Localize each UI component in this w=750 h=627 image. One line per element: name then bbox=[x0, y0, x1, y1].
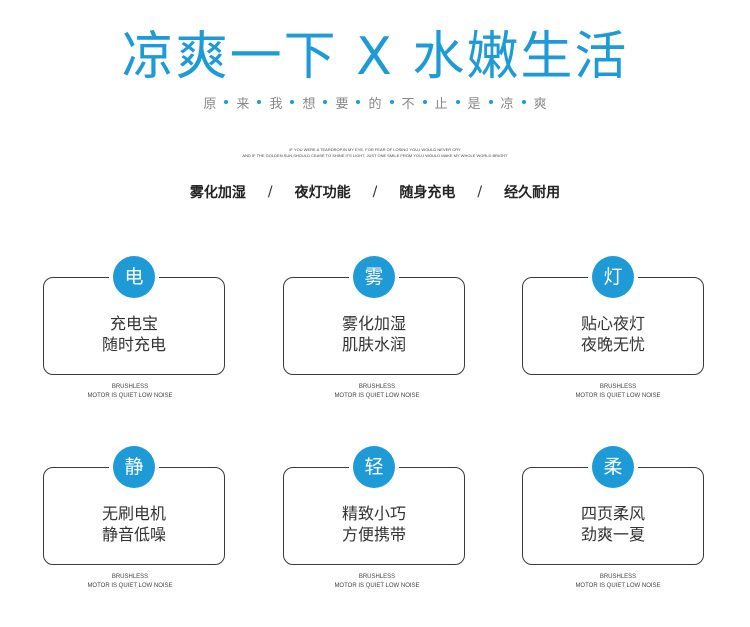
card-note-line2: MOTOR IS QUIET LOW NOISE bbox=[87, 583, 173, 589]
card-line1: 无刷电机 bbox=[101, 504, 166, 523]
card-note-line1: BRUSHLESS bbox=[358, 574, 396, 580]
dot-separator-icon bbox=[290, 100, 295, 104]
feature-list: 雾化加湿 / 夜灯功能 / 随身充电 / 经久耐用 bbox=[0, 182, 750, 202]
quiet-badge-icon: 静 bbox=[113, 446, 155, 488]
card-line1: 充电宝 bbox=[109, 314, 158, 333]
subtitle-char: 爽 bbox=[533, 96, 547, 112]
card-line2: 肌肤水润 bbox=[341, 335, 406, 354]
card-note-line2: MOTOR IS QUIET LOW NOISE bbox=[575, 583, 661, 589]
wind-badge-icon: 柔 bbox=[592, 446, 634, 488]
card-note-line1: BRUSHLESS bbox=[111, 384, 149, 390]
card-line1: 贴心夜灯 bbox=[580, 314, 645, 333]
subtitle-char: 止 bbox=[434, 96, 448, 112]
dot-separator-icon bbox=[389, 100, 394, 104]
dot-separator-icon bbox=[257, 100, 262, 104]
feature-item: 雾化加湿 bbox=[189, 185, 246, 201]
feature-item: 随身充电 bbox=[399, 185, 456, 201]
card-line1: 雾化加湿 bbox=[341, 314, 406, 333]
card-note-line2: MOTOR IS QUIET LOW NOISE bbox=[334, 583, 420, 589]
english-tagline-line1: IF YOU WERE A TEARDROP,IN MY EYE, FOR FE… bbox=[289, 147, 461, 152]
card-note-line2: MOTOR IS QUIET LOW NOISE bbox=[87, 393, 173, 399]
card-note-line2: MOTOR IS QUIET LOW NOISE bbox=[334, 393, 420, 399]
card-note-line1: BRUSHLESS bbox=[358, 384, 396, 390]
power-badge-icon: 电 bbox=[113, 256, 155, 298]
mist-badge-icon: 雾 bbox=[353, 256, 395, 298]
subtitle: 原 来 我 想 要 的 不 止 是 凉 爽 bbox=[0, 93, 750, 112]
card-note-line1: BRUSHLESS bbox=[111, 574, 149, 580]
feature-item: 夜灯功能 bbox=[294, 185, 351, 201]
card-line2: 劲爽一夏 bbox=[580, 525, 645, 544]
card-note-line1: BRUSHLESS bbox=[599, 574, 637, 580]
card-line1: 四页柔风 bbox=[580, 504, 645, 523]
dot-separator-icon bbox=[455, 100, 460, 104]
subtitle-char: 来 bbox=[236, 96, 250, 112]
card-line2: 随时充电 bbox=[101, 335, 166, 354]
light-badge-icon: 灯 bbox=[592, 256, 634, 298]
card-line2: 夜晚无忧 bbox=[580, 335, 645, 354]
feature-separator: / bbox=[267, 184, 273, 200]
dot-separator-icon bbox=[323, 100, 328, 104]
card-line2: 静音低噪 bbox=[101, 525, 166, 544]
feature-separator: / bbox=[372, 184, 378, 200]
card-note-line2: MOTOR IS QUIET LOW NOISE bbox=[575, 393, 661, 399]
subtitle-char: 凉 bbox=[500, 96, 514, 112]
dot-separator-icon bbox=[422, 100, 427, 104]
weight-badge-icon: 轻 bbox=[353, 446, 395, 488]
feature-item: 经久耐用 bbox=[504, 185, 561, 201]
dot-separator-icon bbox=[488, 100, 493, 104]
subtitle-char: 要 bbox=[335, 96, 349, 112]
card-line2: 方便携带 bbox=[341, 525, 406, 544]
subtitle-char: 想 bbox=[302, 96, 316, 112]
subtitle-char: 的 bbox=[368, 96, 382, 112]
page-title: 凉爽一下 X 水嫩生活 bbox=[121, 27, 629, 87]
dot-separator-icon bbox=[356, 100, 361, 104]
subtitle-char: 我 bbox=[269, 96, 283, 112]
subtitle-char: 原 bbox=[203, 96, 217, 112]
dot-separator-icon bbox=[521, 100, 526, 104]
subtitle-char: 是 bbox=[467, 96, 481, 112]
card-line1: 精致小巧 bbox=[341, 504, 406, 523]
english-tagline-line2: AND IF THE GOLDEN SUN,SHOULD CEASE TO SH… bbox=[242, 153, 508, 158]
dot-separator-icon bbox=[224, 100, 229, 104]
subtitle-char: 不 bbox=[401, 96, 415, 112]
card-note-line1: BRUSHLESS bbox=[599, 384, 637, 390]
feature-separator: / bbox=[477, 184, 483, 200]
